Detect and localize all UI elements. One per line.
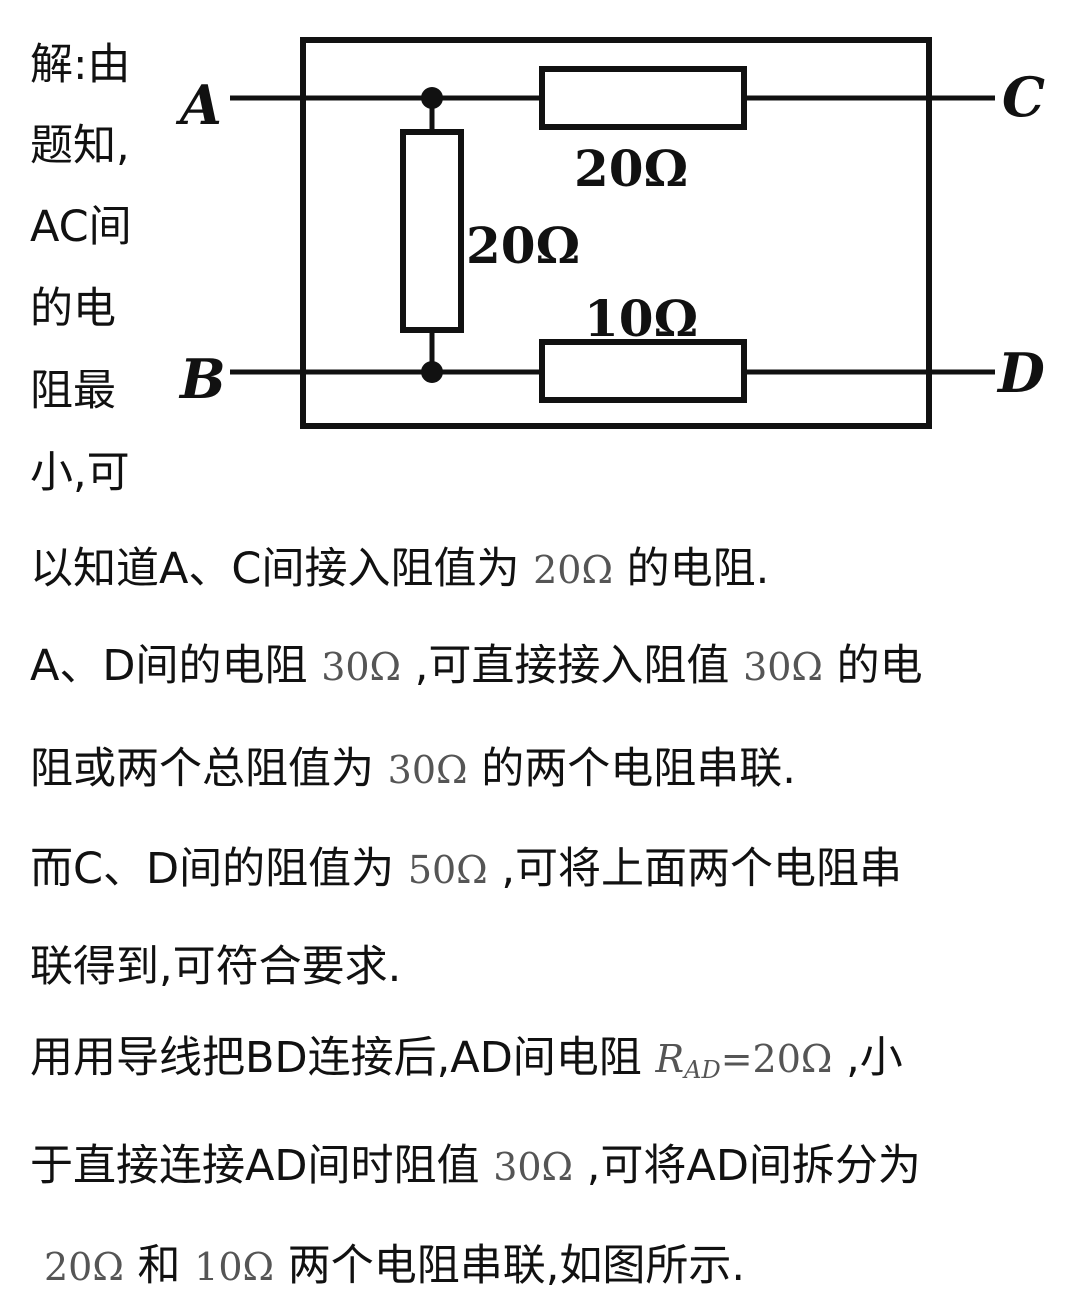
solution-line-7: 于直接连接AD间时阻值 30Ω ,可将AD间拆分为 bbox=[30, 1141, 921, 1191]
math-20-ohm: 20Ω bbox=[44, 1245, 124, 1289]
solution-line-3: 阻或两个总阻值为 30Ω 的两个电阻串联. bbox=[30, 744, 796, 794]
math-30-ohm: 30Ω bbox=[387, 748, 468, 792]
resistor-top-value: 20Ω bbox=[574, 139, 688, 198]
terminal-a-label: A bbox=[175, 73, 222, 137]
junction-bottom bbox=[421, 361, 443, 383]
resistor-middle bbox=[400, 129, 464, 333]
solution-line-6: 用用导线把BD连接后,AD间电阻 RAD=20Ω ,小 bbox=[30, 1033, 903, 1084]
solution-line-4: 而C、D间的阻值为 50Ω ,可将上面两个电阻串 bbox=[30, 844, 903, 894]
circuit-diagram: A B C D 20Ω 20Ω 10Ω bbox=[175, 37, 1045, 429]
solution-line-5: 联得到,可符合要求. bbox=[30, 942, 402, 992]
solution-side-line-4: 的电 bbox=[30, 284, 116, 334]
math-r-ad: RAD=20Ω bbox=[655, 1037, 833, 1084]
resistor-middle-value: 20Ω bbox=[466, 216, 580, 275]
junction-top bbox=[421, 87, 443, 109]
solution-side-line-5: 阻最 bbox=[30, 366, 116, 416]
resistor-top bbox=[539, 66, 747, 130]
solution-side-line-3: AC间 bbox=[30, 202, 132, 252]
math-10-ohm: 10Ω bbox=[194, 1245, 275, 1289]
terminal-b-label: B bbox=[178, 347, 226, 411]
math-20-ohm: 20Ω bbox=[533, 548, 613, 592]
solution-line-2: A、D间的电阻 30Ω ,可直接接入阻值 30Ω 的电 bbox=[30, 641, 923, 691]
terminal-d-label: D bbox=[996, 341, 1045, 405]
resistor-bottom bbox=[539, 339, 747, 403]
math-30-ohm: 30Ω bbox=[493, 1145, 574, 1189]
solution-line-1: 以知道A、C间接入阻值为 20Ω 的电阻. bbox=[30, 544, 770, 594]
circuit-box bbox=[300, 37, 932, 429]
math-50-ohm: 50Ω bbox=[407, 848, 488, 892]
solution-side-line-1: 解:由 bbox=[30, 40, 131, 90]
resistor-bottom-value: 10Ω bbox=[584, 289, 698, 348]
terminal-c-label: C bbox=[1002, 65, 1045, 129]
solution-side-line-6: 小,可 bbox=[30, 448, 130, 498]
solution-line-8: 20Ω 和 10Ω 两个电阻串联,如图所示. bbox=[44, 1241, 746, 1291]
math-30-ohm: 30Ω bbox=[321, 645, 402, 689]
math-30-ohm: 30Ω bbox=[743, 645, 823, 689]
solution-side-line-2: 题知, bbox=[30, 121, 130, 171]
